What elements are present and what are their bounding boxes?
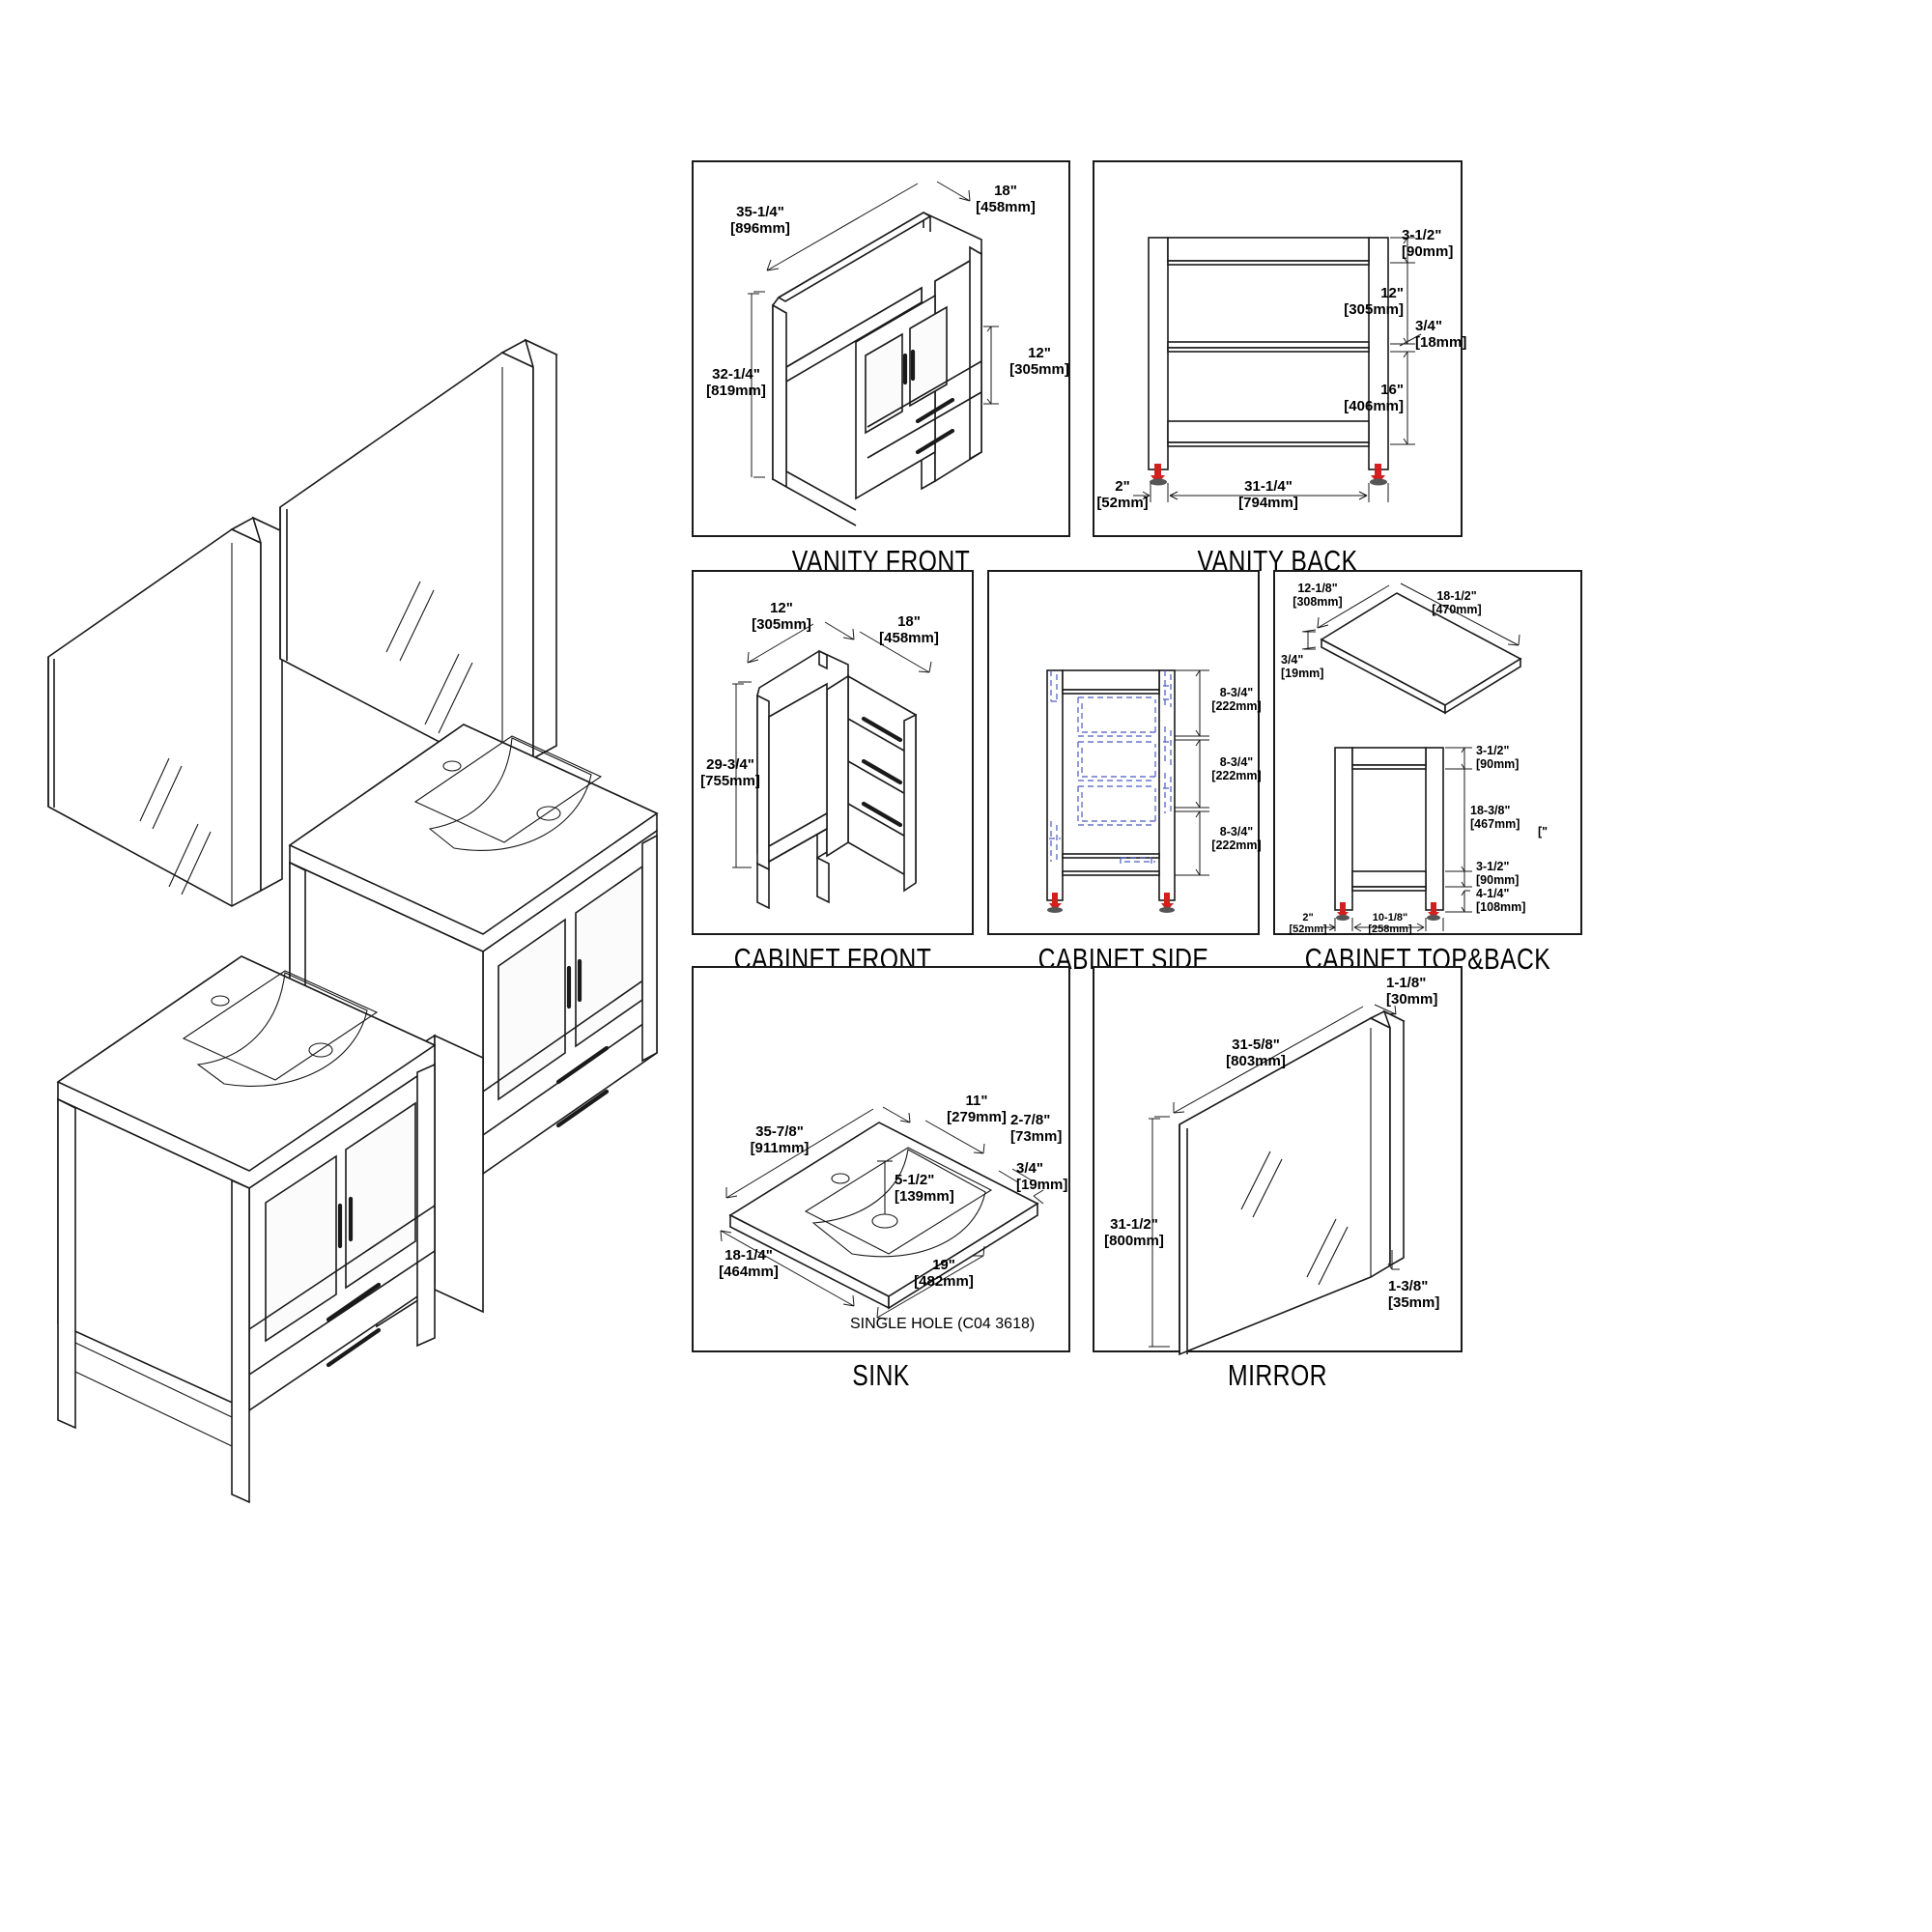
dim-vanity-front-height: 32-1/4" [819mm] <box>706 366 766 399</box>
dim-cabinet-front-depth: 18" [458mm] <box>879 613 939 646</box>
dim-cabinet-back-stray: [" <box>1538 825 1548 838</box>
dim-vanity-back-top-rail: 3-1/2" [90mm] <box>1402 227 1454 260</box>
dim-vanity-front-depth: 18" [458mm] <box>976 183 1036 215</box>
dim-cabinet-side-drawer1: 8-3/4" [222mm] <box>1211 686 1262 713</box>
panel-vanity-front: 35-1/4" [896mm] 18" [458mm] 32-1/4" [819… <box>692 160 1070 537</box>
dim-cabinet-side-drawer3: 8-3/4" [222mm] <box>1211 825 1262 852</box>
dim-vanity-back-upper-open: 12" [305mm] <box>1344 285 1404 318</box>
sink-drawing <box>720 1106 1044 1320</box>
adjustable-foot-right <box>1427 902 1440 921</box>
panel-cabinet-top-back: 12-1/8" [308mm] 18-1/2" [470mm] 3/4" [19… <box>1273 570 1582 935</box>
panel-title-sink: SINK <box>852 1358 910 1392</box>
adjustable-foot-left <box>1047 893 1063 913</box>
dim-cabinet-top-width: 18-1/2" [470mm] <box>1432 589 1482 616</box>
cabinet-front-drawing <box>732 621 932 910</box>
panel-title-mirror: MIRROR <box>1228 1358 1327 1392</box>
dim-sink-basin-depth: 11" [279mm] <box>947 1093 1007 1125</box>
dim-cabinet-side-drawer2: 8-3/4" [222mm] <box>1211 755 1262 782</box>
dim-vanity-back-lower-open: 16" [406mm] <box>1344 382 1404 414</box>
assembly-mirror-right <box>279 338 558 776</box>
dim-mirror-height: 31-1/2" [800mm] <box>1104 1216 1164 1249</box>
dim-sink-overall-depth: 18-1/4" [464mm] <box>719 1247 779 1280</box>
dim-cabinet-back-low-rail: 3-1/2" [90mm] <box>1476 860 1520 887</box>
dim-sink-deck-thickness: 3/4" [19mm] <box>1016 1160 1068 1193</box>
panel-mirror: 31-5/8" [803mm] 31-1/2" [800mm] 1-1/8" [… <box>1093 966 1463 1356</box>
isometric-assembly <box>0 0 696 1504</box>
dim-cabinet-back-open: 18-3/8" [467mm] <box>1470 804 1520 831</box>
adjustable-foot-right <box>1159 893 1175 913</box>
cabinet-back-drawing <box>1321 747 1472 932</box>
panel-vanity-back: 3-1/2" [90mm] 12" [305mm] 3/4" [18mm] 16… <box>1093 160 1467 537</box>
dim-sink-rim-height: 2-7/8" [73mm] <box>1010 1112 1063 1145</box>
hidden-drawer-outlines <box>1049 670 1173 866</box>
assembly-mirror-left <box>47 516 284 907</box>
dim-sink-basin-length: 19" [482mm] <box>914 1257 974 1290</box>
dim-cabinet-back-top-rail: 3-1/2" [90mm] <box>1476 744 1520 771</box>
panel-sink: 35-7/8" [911mm] 18-1/4" [464mm] 11" [279… <box>692 966 1070 1352</box>
dim-cabinet-top-depth: 12-1/8" [308mm] <box>1293 582 1343 609</box>
dim-vanity-back-rail-thickness: 3/4" [18mm] <box>1415 318 1467 351</box>
vanity-front-drawing <box>748 181 999 526</box>
dim-vanity-front-drawer: 12" [305mm] <box>1009 345 1069 378</box>
dim-vanity-back-leg-width: 2" [52mm] <box>1096 478 1149 511</box>
dim-vanity-back-inner-width: 31-1/4" [794mm] <box>1238 478 1298 511</box>
panel-cabinet-side: 8-3/4" [222mm] 8-3/4" [222mm] 8-3/4" [22… <box>987 570 1262 935</box>
dim-sink-bowl-depth: 5-1/2" [139mm] <box>895 1172 954 1205</box>
dim-cabinet-top-thickness: 3/4" [19mm] <box>1281 653 1324 680</box>
dim-cabinet-front-width: 12" [305mm] <box>752 600 811 633</box>
dim-sink-overall-length: 35-7/8" [911mm] <box>750 1123 810 1156</box>
mirror-drawing <box>1149 1004 1406 1356</box>
dim-cabinet-back-leg-width: 2" [52mm] <box>1289 912 1327 936</box>
dim-cabinet-back-bottom: 4-1/4" [108mm] <box>1476 887 1526 914</box>
adjustable-foot-right <box>1370 464 1387 486</box>
dim-cabinet-front-height: 29-3/4" [755mm] <box>700 756 760 789</box>
adjustable-foot-left <box>1150 464 1167 486</box>
assembly-vanity-front <box>56 955 437 1504</box>
dim-vanity-front-width: 35-1/4" [896mm] <box>730 204 790 237</box>
vanity-back-drawing <box>1133 237 1422 502</box>
adjustable-foot-left <box>1336 902 1350 921</box>
dim-mirror-width: 31-5/8" [803mm] <box>1226 1037 1286 1069</box>
dim-cabinet-back-inner-width: 10-1/8" [258mm] <box>1368 912 1412 936</box>
panel-cabinet-front: 12" [305mm] 18" [458mm] 29-3/4" [755mm] <box>692 570 974 935</box>
cabinet-top-drawing <box>1301 582 1522 715</box>
dim-mirror-frame-top: 1-1/8" [30mm] <box>1386 975 1438 1008</box>
dim-mirror-frame-thickness: 1-3/8" [35mm] <box>1388 1278 1440 1311</box>
cabinet-side-drawing <box>1046 669 1209 913</box>
sink-note: SINGLE HOLE (C04 3618) <box>850 1316 1036 1332</box>
